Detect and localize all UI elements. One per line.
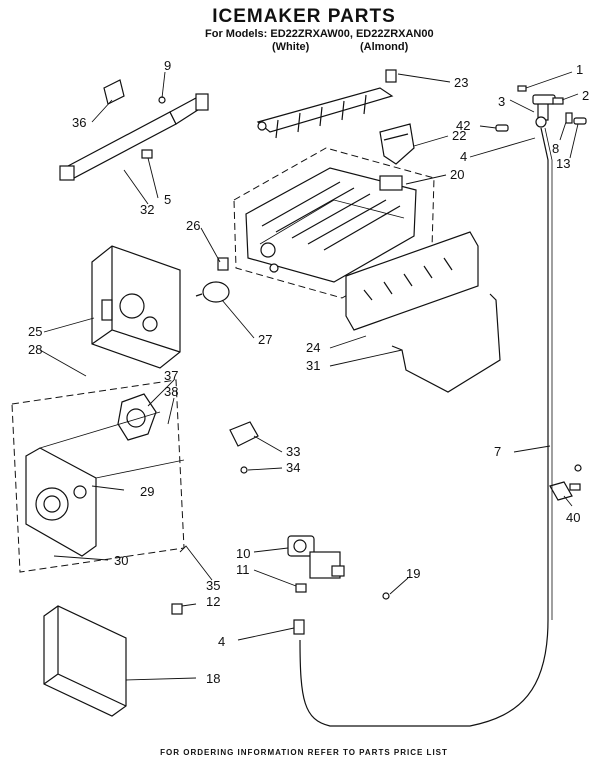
callout-36: 36: [72, 115, 86, 130]
callout-12: 12: [206, 594, 220, 609]
callout-37: 37: [164, 368, 178, 383]
callout-34: 34: [286, 460, 300, 475]
callout-20: 20: [450, 167, 464, 182]
ordering-footer: FOR ORDERING INFORMATION REFER TO PARTS …: [160, 748, 448, 757]
variant-almond: (Almond): [360, 41, 409, 53]
tube-clamp: [549, 464, 582, 501]
callout-33: 33: [286, 444, 300, 459]
callout-29: 29: [140, 484, 154, 499]
variant-white: (White): [272, 41, 310, 53]
callout-8: 8: [552, 141, 559, 156]
ejector-blade: [256, 69, 397, 139]
callout-1: 1: [576, 62, 583, 77]
callout-42: 42: [456, 118, 470, 133]
callout-27: 27: [258, 332, 272, 347]
callout-19: 19: [406, 566, 420, 581]
callout-11: 11: [236, 562, 250, 577]
diagram-title: ICEMAKER PARTS: [212, 6, 396, 27]
fitting-parts-group: [495, 85, 587, 132]
water-supply-tube: [299, 127, 549, 727]
wire-harness: [59, 79, 209, 181]
callout-25: 25: [28, 324, 42, 339]
callout-4-lower: 4: [218, 634, 225, 649]
callout-35: 35: [206, 578, 220, 593]
callout-22: 22: [452, 128, 466, 143]
thermostat-parts: [195, 257, 230, 303]
clip-part: [229, 421, 259, 474]
lower-parts: [43, 603, 305, 717]
fill-cup: [379, 123, 415, 165]
callout-13: 13: [556, 156, 570, 171]
callout-10: 10: [236, 546, 250, 561]
callout-9: 9: [164, 58, 171, 73]
callout-28: 28: [28, 342, 42, 357]
callout-24: 24: [306, 340, 320, 355]
callout-18: 18: [206, 671, 220, 686]
callout-38: 38: [164, 384, 178, 399]
callout-40: 40: [566, 510, 580, 525]
motor-assembly-box: [11, 379, 185, 573]
ice-mold-assembly: [233, 147, 435, 299]
water-valve: [287, 535, 390, 600]
callout-7: 7: [494, 444, 501, 459]
models-line: For Models: ED22ZRXAW00, ED22ZRXAN00: [205, 28, 434, 40]
callout-30: 30: [114, 553, 128, 568]
callout-26: 26: [186, 218, 200, 233]
leader-lines: [39, 71, 579, 681]
callout-32: 32: [140, 202, 154, 217]
callout-31: 31: [306, 358, 320, 373]
control-housing: [91, 245, 181, 369]
callout-5: 5: [164, 192, 171, 207]
cover-plate: [345, 231, 479, 331]
callout-labels: 1 2 3 4 42 8 13 23 22 20 9 36 32 5 26 27…: [28, 58, 589, 686]
callout-2: 2: [582, 88, 589, 103]
callout-3: 3: [498, 94, 505, 109]
callout-23: 23: [454, 75, 468, 90]
callout-4-upper: 4: [460, 149, 467, 164]
